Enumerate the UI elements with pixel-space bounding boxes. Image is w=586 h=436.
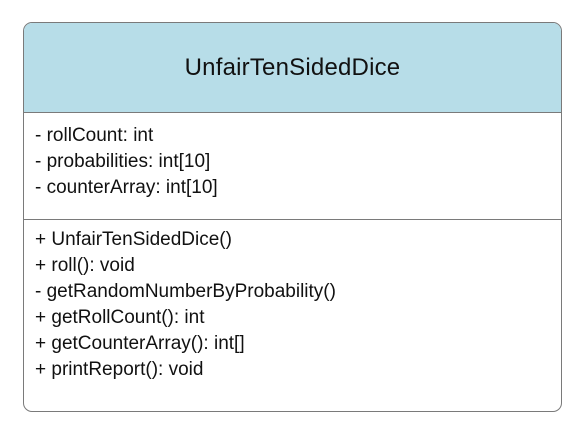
class-name: UnfairTenSidedDice xyxy=(184,53,401,81)
methods-section: + UnfairTenSidedDice() + roll(): void - … xyxy=(24,220,561,383)
method-print-report: + printReport(): void xyxy=(35,359,204,380)
attribute-roll-count: - rollCount: int xyxy=(35,125,154,146)
uml-class-box: UnfairTenSidedDice - rollCount: int - pr… xyxy=(23,22,562,412)
class-header: UnfairTenSidedDice xyxy=(24,23,561,113)
method-constructor: + UnfairTenSidedDice() xyxy=(35,229,232,250)
method-get-random-number-by-probability: - getRandomNumberByProbability() xyxy=(35,281,336,302)
attribute-counter-array: - counterArray: int[10] xyxy=(35,177,218,198)
method-roll: + roll(): void xyxy=(35,255,135,276)
attribute-probabilities: - probabilities: int[10] xyxy=(35,151,211,172)
attributes-section: - rollCount: int - probabilities: int[10… xyxy=(24,113,561,220)
method-get-roll-count: + getRollCount(): int xyxy=(35,307,205,328)
method-get-counter-array: + getCounterArray(): int[] xyxy=(35,333,245,354)
